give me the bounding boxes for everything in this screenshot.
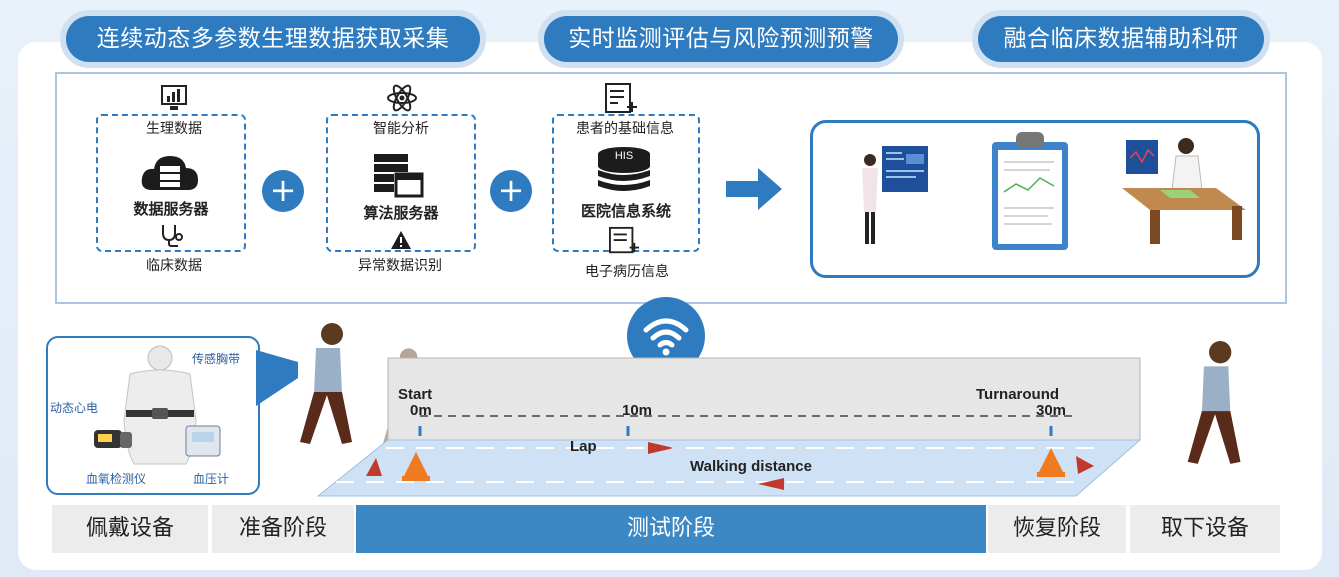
walking-person-icon — [300, 323, 352, 444]
track-start-distance: 0m — [410, 402, 432, 419]
walking-track — [316, 357, 1142, 497]
plus-icon: + — [490, 170, 532, 212]
stage-testing: 测试阶段 — [356, 505, 986, 553]
stethoscope-icon — [162, 225, 183, 247]
document-icon — [609, 226, 639, 254]
monitor-chart-icon — [161, 85, 187, 110]
group-data-server — [96, 114, 246, 252]
track-lap-label: Lap — [570, 438, 597, 455]
group-algorithm-server — [326, 114, 476, 252]
track-start-label: Start — [398, 386, 433, 403]
atom-icon — [387, 84, 417, 112]
arrow-right-icon — [726, 168, 782, 210]
document-icon — [605, 83, 637, 113]
label-physiological-data: 生理数据 — [146, 121, 202, 137]
doctor-screen-illustration — [862, 146, 928, 244]
track-turn-distance: 30m — [1036, 402, 1067, 419]
stage-recovery: 恢复阶段 — [988, 505, 1126, 553]
database-icon — [598, 147, 650, 191]
stage-preparation: 准备阶段 — [212, 505, 354, 553]
stage-wear-device: 佩戴设备 — [52, 505, 208, 553]
track-mid-distance: 10m — [622, 402, 653, 419]
header-data-acquisition: 连续动态多参数生理数据获取采集 — [66, 16, 480, 62]
label-ecg: 动态心电 — [50, 401, 99, 415]
walking-person-icon — [1187, 341, 1241, 464]
label-intelligent-analysis: 智能分析 — [373, 121, 429, 137]
label-algorithm-server: 算法服务器 — [363, 204, 439, 222]
callout-connector — [256, 350, 298, 406]
cloud-server-icon — [141, 156, 198, 190]
label-hospital-info-system: 医院信息系统 — [580, 202, 671, 220]
doctor-desk-illustration — [1122, 138, 1246, 244]
header-monitoring-warning: 实时监测评估与风险预测预警 — [544, 16, 898, 62]
label-patient-basic-info: 患者的基础信息 — [576, 121, 674, 137]
plus-icon: + — [262, 170, 304, 212]
stage-remove-device: 取下设备 — [1130, 505, 1280, 553]
wifi-icon — [643, 318, 689, 356]
header-clinical-research: 融合临床数据辅助科研 — [978, 16, 1264, 62]
mannequin-illustration — [94, 345, 221, 465]
label-data-server: 数据服务器 — [133, 200, 209, 218]
server-rack-icon — [374, 154, 424, 198]
label-oximeter: 血氧检测仪 — [86, 472, 147, 486]
label-bp-meter: 血压计 — [193, 472, 230, 486]
label-emr-info: 电子病历信息 — [585, 264, 669, 280]
label-chest-belt: 传感胸带 — [192, 352, 241, 366]
label-abnormal-data: 异常数据识别 — [358, 258, 442, 274]
track-walking-distance-label: Walking distance — [690, 458, 812, 475]
label-clinical-data: 临床数据 — [146, 258, 202, 274]
clipboard-report-illustration — [992, 132, 1068, 250]
his-text: HIS — [614, 150, 634, 162]
track-turnaround-label: Turnaround — [976, 386, 1060, 403]
warning-icon — [391, 231, 411, 249]
